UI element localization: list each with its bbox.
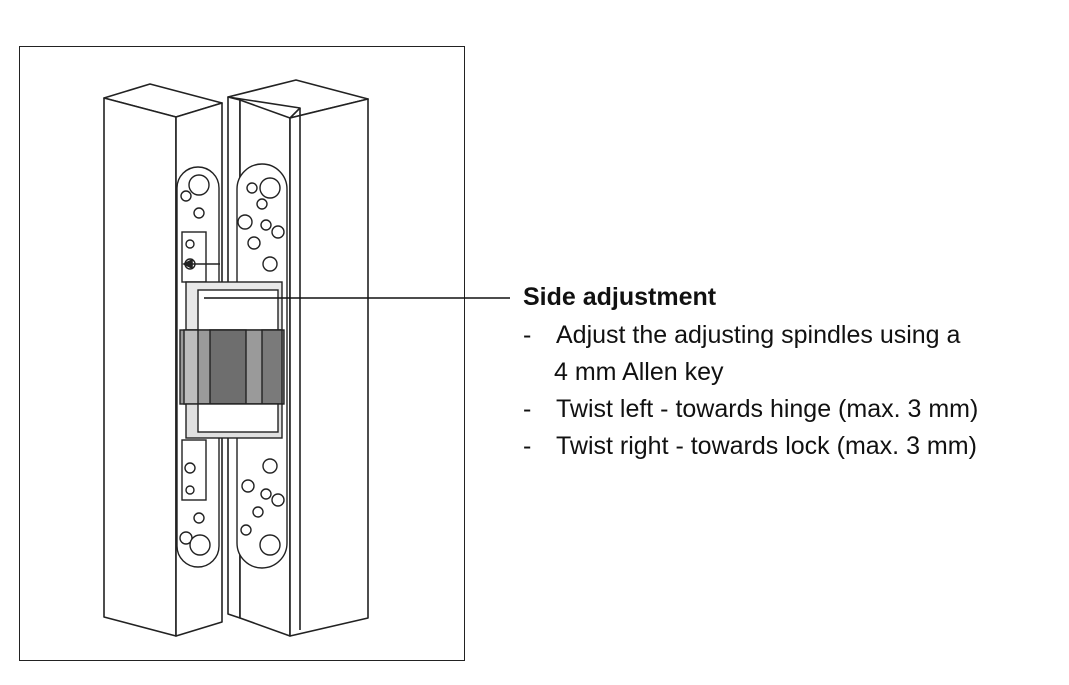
bullet-dash: - [523,321,532,349]
list-item: - Adjust the adjusting spindles using a … [523,317,1063,391]
step-text: Twist right - towards lock (max. 3 mm) [556,432,977,460]
bullet-dash: - [523,395,532,423]
step-text: Adjust the adjusting spindles using a [556,321,961,349]
caption-block: Side adjustment - Adjust the adjusting s… [523,282,1063,465]
step-text-continued: 4 mm Allen key [554,358,724,386]
bullet-dash: - [523,432,532,460]
right-block-side [289,98,369,637]
step-list: - Adjust the adjusting spindles using a … [523,317,1063,465]
step-text: Twist left - towards hinge (max. 3 mm) [556,395,979,423]
illustration-frame [19,46,465,661]
list-item: - Twist left - towards hinge (max. 3 mm) [523,391,1063,428]
caption-title: Side adjustment [523,283,717,311]
list-item: - Twist right - towards lock (max. 3 mm) [523,428,1063,465]
